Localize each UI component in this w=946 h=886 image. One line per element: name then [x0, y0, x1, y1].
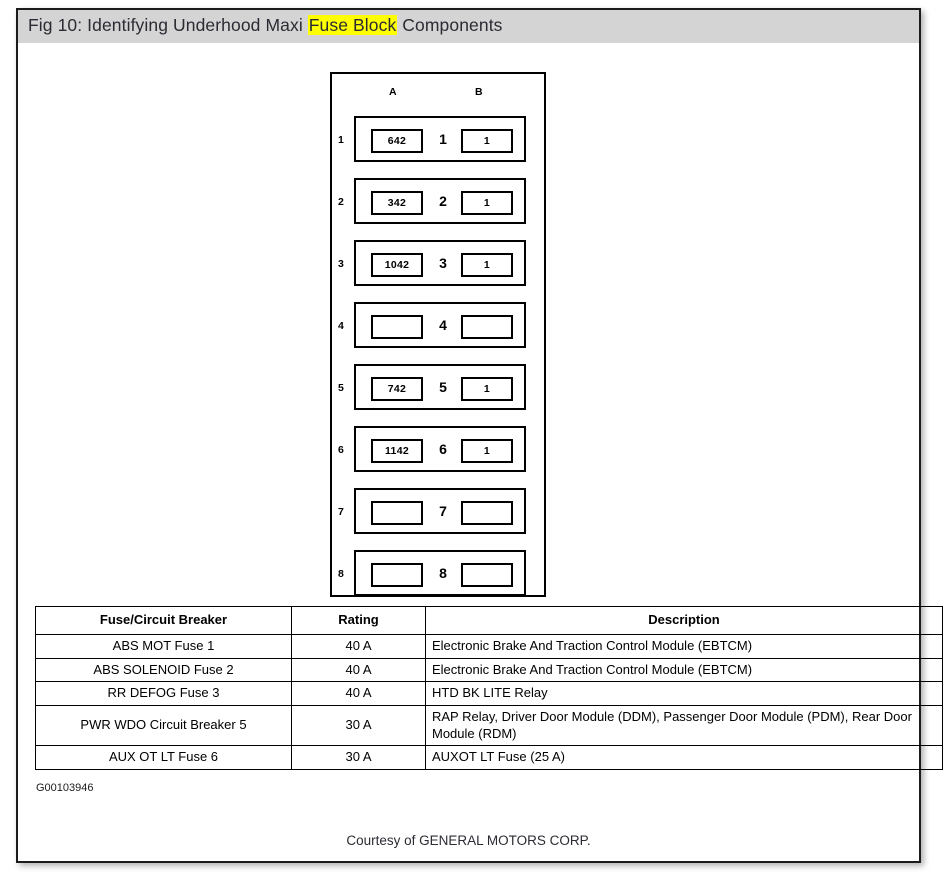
cell-fuse-circuit-breaker: RR DEFOG Fuse 3 — [35, 681, 292, 706]
cell-description: Electronic Brake And Traction Control Mo… — [425, 634, 943, 659]
fuse-slot-a — [371, 315, 423, 339]
cell-fuse-circuit-breaker: ABS SOLENOID Fuse 2 — [35, 657, 292, 683]
fuse-slot-a: 642 — [371, 129, 423, 153]
cell-rating: 40 A — [291, 681, 426, 706]
cell-description: Electronic Brake And Traction Control Mo… — [425, 657, 943, 683]
fuse-row-number: 4 — [439, 317, 447, 333]
fuse-row-index: 2 — [338, 196, 344, 208]
fuse-slot-b — [461, 563, 513, 587]
fuse-slot-b: 1 — [461, 191, 513, 215]
document-panel: Fig 10: Identifying Underhood Maxi Fuse … — [16, 8, 943, 863]
fuse-slot-a: 1042 — [371, 253, 423, 277]
fuse-description-table: Fuse/Circuit Breaker Rating Description … — [35, 606, 943, 770]
column-header-b: B — [475, 86, 483, 98]
column-header-description: Description — [425, 606, 943, 635]
fuse-row-number: 7 — [439, 503, 447, 519]
courtesy-notice: Courtesy of GENERAL MOTORS CORP. — [346, 833, 591, 848]
fuse-row-index: 5 — [338, 382, 344, 394]
fuse-slot-a: 742 — [371, 377, 423, 401]
cell-fuse-circuit-breaker: PWR WDO Circuit Breaker 5 — [35, 704, 292, 747]
figure-title: Fig 10: Identifying Underhood Maxi Fuse … — [28, 15, 503, 36]
fuse-row-number: 5 — [439, 379, 447, 395]
fuse-row-index: 6 — [338, 444, 344, 456]
fuse-row-index: 1 — [338, 134, 344, 146]
cell-rating: 40 A — [291, 657, 426, 683]
figure-title-suffix: Components — [397, 15, 503, 35]
cell-description: AUXOT LT Fuse (25 A) — [425, 745, 943, 770]
cell-description: RAP Relay, Driver Door Module (DDM), Pas… — [425, 704, 943, 747]
figure-title-highlight: Fuse Block — [307, 15, 398, 35]
fuse-row-index: 8 — [338, 568, 344, 580]
fuse-slot-b: 1 — [461, 377, 513, 401]
cell-rating: 30 A — [291, 745, 426, 770]
fuse-row-number: 3 — [439, 255, 447, 271]
figure-title-prefix: Fig 10: Identifying Underhood Maxi — [28, 15, 308, 35]
column-header-fuse-circuit-breaker: Fuse/Circuit Breaker — [35, 606, 292, 635]
cell-rating: 30 A — [291, 704, 426, 747]
column-header-a: A — [389, 86, 397, 98]
cell-fuse-circuit-breaker: ABS MOT Fuse 1 — [35, 634, 292, 659]
fuse-slot-b: 1 — [461, 129, 513, 153]
figure-code: G00103946 — [36, 782, 94, 794]
fuse-row-number: 6 — [439, 441, 447, 457]
figure-title-bar: Fig 10: Identifying Underhood Maxi Fuse … — [18, 10, 919, 43]
fuse-slot-a: 1142 — [371, 439, 423, 463]
fuse-slot-b: 1 — [461, 253, 513, 277]
column-header-rating: Rating — [291, 606, 426, 635]
cell-description: HTD BK LITE Relay — [425, 681, 943, 706]
table-head: Fuse/Circuit Breaker Rating Description — [35, 606, 943, 635]
fuse-slot-a: 342 — [371, 191, 423, 215]
fuse-slot-b: 1 — [461, 439, 513, 463]
cell-rating: 40 A — [291, 634, 426, 659]
fuse-slot-b — [461, 315, 513, 339]
fuse-row-number: 2 — [439, 193, 447, 209]
fuse-slot-b — [461, 501, 513, 525]
fuse-row-number: 8 — [439, 565, 447, 581]
fuse-row-index: 7 — [338, 506, 344, 518]
fuse-row-index: 4 — [338, 320, 344, 332]
fuse-row-index: 3 — [338, 258, 344, 270]
cell-fuse-circuit-breaker: AUX OT LT Fuse 6 — [35, 745, 292, 770]
table-header-row: Fuse/Circuit Breaker Rating Description — [35, 606, 943, 635]
fuse-row-number: 1 — [439, 131, 447, 147]
fuse-slot-a — [371, 563, 423, 587]
fuse-slot-a — [371, 501, 423, 525]
